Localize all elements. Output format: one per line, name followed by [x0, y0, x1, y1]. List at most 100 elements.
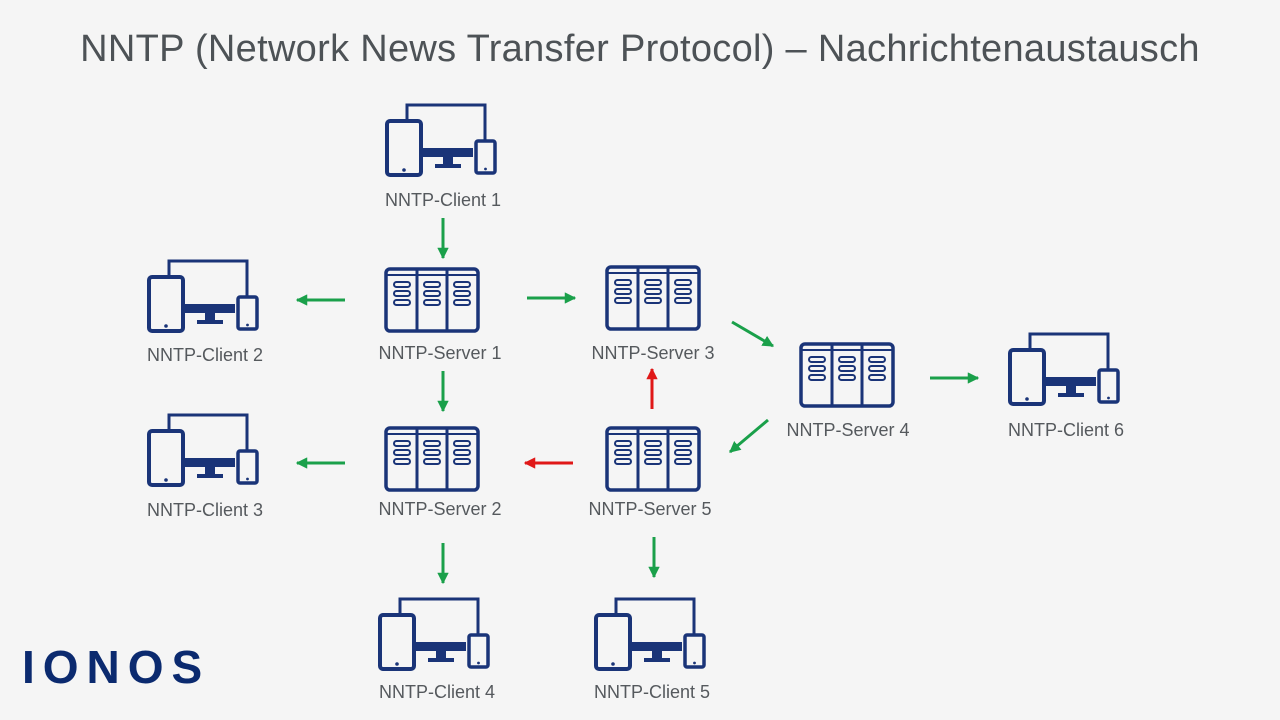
drive-slot: [453, 440, 471, 447]
phone-shape: [236, 295, 259, 331]
node-server1: NNTP-Server 1: [378, 267, 502, 363]
rack-frame: [384, 426, 480, 492]
server-rack-icon: [384, 426, 480, 492]
monitor-outline: [167, 413, 249, 451]
phone-button: [693, 661, 696, 665]
drive-slot: [453, 449, 471, 456]
phone-button: [484, 167, 487, 171]
server-rack-icon: [384, 267, 480, 333]
drive-slot: [453, 290, 471, 297]
drive-slot: [674, 458, 692, 465]
devices-icon: [385, 103, 497, 177]
phone-button: [246, 477, 249, 481]
phone-shape: [683, 633, 706, 669]
drive-slot: [453, 299, 471, 306]
node-client3: NNTP-Client 3: [147, 413, 263, 520]
monitor-base: [423, 148, 473, 157]
drive-slot: [808, 356, 826, 363]
monitor-foot: [435, 164, 461, 168]
drive-slot: [393, 449, 411, 456]
rack-frame: [384, 267, 480, 333]
drive-slot: [644, 297, 662, 304]
tablet-shape: [378, 613, 416, 671]
rack-frame: [605, 426, 701, 492]
node-label: NNTP-Client 1: [385, 190, 501, 210]
monitor-outline: [167, 259, 249, 297]
monitor-foot: [428, 658, 454, 662]
drive-slot: [393, 440, 411, 447]
drive-slot: [838, 356, 856, 363]
drive-slot: [808, 374, 826, 381]
drive-slot: [868, 374, 886, 381]
drive-slot: [614, 279, 632, 286]
monitor-base: [416, 642, 466, 651]
tablet-button: [402, 168, 406, 172]
drive-slot: [423, 299, 441, 306]
tablet-button: [164, 478, 168, 482]
nodes-layer: NNTP-Client 1 NNTP-Client 2 NNTP-Client 3 N…: [147, 103, 1124, 702]
tablet-button: [1025, 397, 1029, 401]
tablet-button: [164, 324, 168, 328]
drive-slot: [614, 297, 632, 304]
tablet-button: [611, 662, 615, 666]
monitor-neck: [436, 651, 446, 660]
phone-shape: [1097, 368, 1120, 404]
node-server4: NNTP-Server 4: [786, 342, 910, 440]
node-label: NNTP-Client 5: [594, 682, 710, 702]
monitor-foot: [197, 474, 223, 478]
phone-shape: [467, 633, 490, 669]
drive-slot: [644, 458, 662, 465]
drive-slot: [838, 365, 856, 372]
devices-icon: [378, 597, 490, 671]
node-label: NNTP-Server 2: [378, 499, 501, 519]
drive-slot: [674, 279, 692, 286]
phone-shape: [236, 449, 259, 485]
drive-slot: [644, 449, 662, 456]
drive-slot: [674, 449, 692, 456]
node-label: NNTP-Client 6: [1008, 420, 1124, 440]
phone-shape: [474, 139, 497, 175]
monitor-neck: [652, 651, 662, 660]
node-server2: NNTP-Server 2: [378, 426, 502, 519]
server-rack-icon: [605, 265, 701, 331]
drive-slot: [393, 290, 411, 297]
monitor-outline: [1028, 332, 1110, 370]
node-label: NNTP-Server 3: [591, 343, 714, 363]
monitor-foot: [197, 320, 223, 324]
monitor-neck: [443, 157, 453, 166]
ionos-logo: IONOS: [22, 641, 211, 693]
drive-slot: [644, 288, 662, 295]
server-rack-icon: [605, 426, 701, 492]
monitor-neck: [205, 467, 215, 476]
drive-slot: [423, 290, 441, 297]
drive-slot: [808, 365, 826, 372]
tablet-shape: [385, 119, 423, 177]
monitor-base: [185, 458, 235, 467]
drive-slot: [868, 365, 886, 372]
monitor-foot: [644, 658, 670, 662]
drive-slot: [868, 356, 886, 363]
tablet-shape: [147, 429, 185, 487]
tablet-shape: [147, 275, 185, 333]
arrow-server4-to-server5: [729, 418, 769, 454]
drive-slot: [614, 458, 632, 465]
monitor-neck: [1066, 386, 1076, 395]
devices-icon: [147, 259, 259, 333]
rack-frame: [799, 342, 895, 408]
devices-icon: [594, 597, 706, 671]
node-client5: NNTP-Client 5: [594, 597, 710, 702]
diagram-title: NNTP (Network News Transfer Protocol) – …: [80, 28, 1200, 70]
drive-slot: [423, 449, 441, 456]
node-client1: NNTP-Client 1: [385, 103, 501, 210]
tablet-button: [395, 662, 399, 666]
node-label: NNTP-Server 5: [588, 499, 711, 519]
drive-slot: [674, 297, 692, 304]
node-client6: NNTP-Client 6: [1008, 332, 1124, 440]
node-server3: NNTP-Server 3: [591, 265, 715, 363]
node-client4: NNTP-Client 4: [378, 597, 495, 702]
node-label: NNTP-Server 1: [378, 343, 501, 363]
node-label: NNTP-Client 2: [147, 345, 263, 365]
arrow-server3-to-server4: [731, 320, 774, 348]
